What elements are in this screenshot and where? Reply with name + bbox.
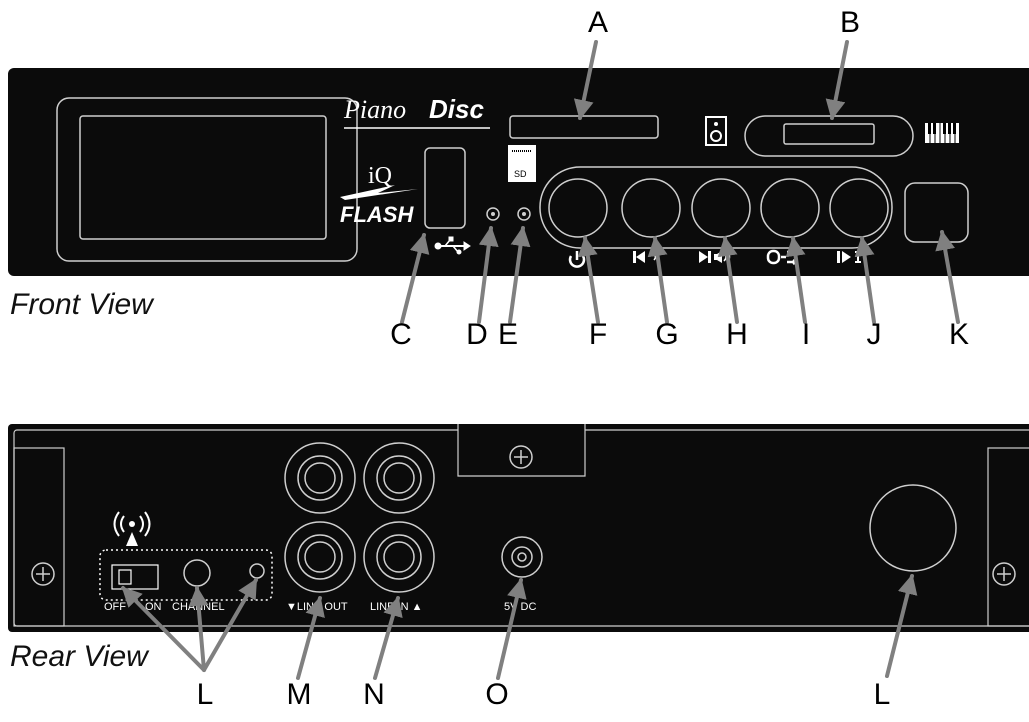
wireless-icon bbox=[113, 511, 151, 546]
arrow-b bbox=[825, 40, 849, 120]
callout-k: K bbox=[948, 318, 970, 351]
dc-label: 5V DC bbox=[504, 601, 536, 613]
arrow-l-led bbox=[202, 578, 258, 672]
antenna-port bbox=[869, 484, 957, 572]
wireless-module bbox=[99, 549, 273, 601]
arrow-k bbox=[935, 230, 960, 324]
callout-o: O bbox=[485, 678, 509, 711]
arrow-h bbox=[717, 236, 739, 324]
arrow-c bbox=[400, 233, 430, 324]
arrow-l-switch bbox=[121, 586, 206, 672]
indicator-d bbox=[486, 207, 500, 221]
right-bracket bbox=[987, 447, 1029, 627]
callout-a: A bbox=[587, 6, 609, 39]
arrow-o bbox=[496, 578, 527, 680]
wireless-led bbox=[249, 563, 265, 579]
arrow-f bbox=[577, 236, 600, 324]
callout-d: D bbox=[466, 318, 488, 351]
volume-slot bbox=[783, 123, 875, 145]
callout-arrows bbox=[121, 40, 960, 680]
display-bezel bbox=[56, 97, 358, 262]
arrow-d bbox=[477, 226, 499, 324]
logo-piano: Piano bbox=[343, 95, 406, 124]
arrow-a bbox=[573, 40, 598, 120]
speaker-icon bbox=[705, 116, 727, 146]
sd-label: SD bbox=[514, 169, 527, 179]
logo-flash: FLASH bbox=[340, 202, 414, 227]
arrow-i bbox=[785, 236, 807, 324]
power-icon bbox=[568, 251, 586, 268]
arrow-m bbox=[296, 596, 325, 680]
callout-n: N bbox=[363, 678, 385, 711]
callout-b: B bbox=[839, 6, 861, 39]
button-panel bbox=[539, 166, 893, 249]
screw-icon bbox=[31, 445, 1016, 586]
rear-view-label: Rear View bbox=[10, 640, 148, 673]
callout-c: C bbox=[390, 318, 412, 351]
callout-m: M bbox=[286, 678, 312, 711]
usb-icon bbox=[434, 236, 471, 255]
sd-card-icon: SD bbox=[508, 145, 536, 182]
callout-g: G bbox=[655, 318, 679, 351]
callout-l-antenna: L bbox=[873, 678, 891, 711]
arrow-n bbox=[373, 596, 403, 680]
callout-l: L bbox=[196, 678, 214, 711]
callout-e: E bbox=[497, 318, 519, 351]
callout-j: J bbox=[866, 318, 882, 351]
arrow-e bbox=[508, 226, 531, 324]
logo-iq: iQ bbox=[368, 163, 392, 189]
on-label: ON bbox=[145, 601, 162, 613]
flash-bolt-icon bbox=[340, 185, 418, 200]
front-view-label: Front View bbox=[10, 288, 153, 321]
piano-keys-icon bbox=[925, 123, 959, 143]
off-label: OFF bbox=[104, 601, 126, 613]
arrow-j bbox=[854, 236, 876, 324]
left-bracket bbox=[13, 447, 65, 627]
rca-jack bbox=[284, 442, 435, 593]
arrow-l-antenna bbox=[885, 574, 918, 678]
indicator-e bbox=[517, 207, 531, 221]
callout-i: I bbox=[801, 318, 811, 351]
callout-f: F bbox=[588, 318, 608, 351]
usb-port bbox=[424, 147, 466, 229]
rear-panel-body bbox=[8, 424, 1029, 632]
display-screen bbox=[79, 115, 327, 240]
callout-h: H bbox=[726, 318, 748, 351]
logo-disc: Disc bbox=[429, 94, 484, 124]
arrow-l-channel bbox=[188, 586, 209, 672]
dc-power-jack bbox=[501, 536, 543, 578]
rear-panel: OFF ON CHANNEL ▼LINE OUT LINE IN ▲ 5V DC bbox=[8, 424, 1029, 632]
arrow-g bbox=[647, 236, 669, 324]
front-panel: Piano Disc iQ FLASH SD bbox=[8, 68, 1029, 276]
